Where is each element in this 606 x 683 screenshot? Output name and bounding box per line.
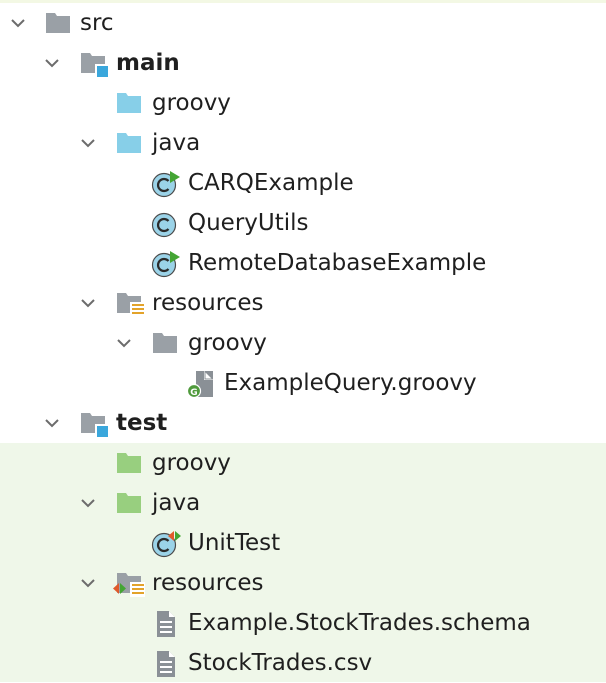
svg-text:G: G — [190, 388, 197, 398]
tree-node-resources-groovy[interactable]: groovy — [0, 323, 606, 363]
chevron-down-icon[interactable] — [43, 54, 61, 72]
tree-node-label: Example.StockTrades.schema — [188, 610, 531, 636]
tree-node-label: java — [152, 130, 201, 156]
test-source-folder-icon — [116, 450, 142, 476]
tree-node-test-java[interactable]: java — [0, 483, 606, 523]
tree-node-test-groovy[interactable]: groovy — [0, 443, 606, 483]
tree-node-carqexample[interactable]: CARQExample — [0, 163, 606, 203]
tree-node-test-resources[interactable]: resources — [0, 563, 606, 603]
text-file-icon — [155, 650, 181, 677]
tree-node-label: CARQExample — [188, 170, 354, 196]
runnable-class-icon — [151, 250, 180, 278]
tree-node-src[interactable]: src — [0, 3, 606, 43]
chevron-down-icon[interactable] — [9, 14, 27, 32]
runnable-class-icon — [151, 170, 180, 198]
tree-node-java[interactable]: java — [0, 123, 606, 163]
tree-node-groovy[interactable]: groovy — [0, 83, 606, 123]
source-folder-icon — [116, 90, 142, 116]
resources-folder-icon — [116, 290, 145, 317]
tree-node-label: src — [80, 10, 114, 36]
tree-node-label: StockTrades.csv — [188, 650, 373, 676]
tree-node-label: ExampleQuery.groovy — [224, 370, 477, 396]
tree-node-label: test — [116, 410, 168, 436]
tree-node-queryutils[interactable]: QueryUtils — [0, 203, 606, 243]
chevron-down-icon[interactable] — [79, 574, 97, 592]
tree-node-example-stocktrades-schema[interactable]: Example.StockTrades.schema — [0, 603, 606, 643]
tree-node-label: RemoteDatabaseExample — [188, 250, 487, 276]
tree-node-test[interactable]: test — [0, 403, 606, 443]
tree-node-label: resources — [152, 570, 264, 596]
tree-node-resources[interactable]: resources — [0, 283, 606, 323]
tree-node-label: resources — [152, 290, 264, 316]
folder-icon — [45, 10, 71, 36]
tree-node-label: UnitTest — [188, 530, 281, 556]
test-source-folder-icon — [116, 490, 142, 516]
folder-icon — [152, 330, 178, 356]
tree-node-label: groovy — [188, 330, 267, 356]
text-file-icon — [155, 610, 181, 637]
top-highlight-strip — [0, 0, 606, 3]
tree-node-label: QueryUtils — [188, 210, 309, 236]
chevron-down-icon[interactable] — [79, 494, 97, 512]
module-folder-icon — [80, 410, 108, 437]
tree-node-main[interactable]: main — [0, 43, 606, 83]
chevron-down-icon[interactable] — [79, 294, 97, 312]
tree-node-remotedatabaseexample[interactable]: RemoteDatabaseExample — [0, 243, 606, 283]
source-folder-icon — [116, 130, 142, 156]
tree-node-stocktrades-csv[interactable]: StockTrades.csv — [0, 643, 606, 683]
chevron-down-icon[interactable] — [79, 134, 97, 152]
tree-node-label: groovy — [152, 450, 231, 476]
tree-node-label: groovy — [152, 90, 231, 116]
tree-node-examplequery-groovy[interactable]: G ExampleQuery.groovy — [0, 363, 606, 403]
tree-node-label: main — [116, 50, 180, 76]
groovy-file-icon: G — [187, 370, 213, 398]
test-resources-folder-icon — [113, 570, 145, 597]
chevron-down-icon[interactable] — [115, 334, 133, 352]
test-scope-highlight — [0, 443, 606, 682]
test-class-icon — [151, 530, 181, 558]
tree-node-label: java — [152, 490, 201, 516]
tree-node-unittest[interactable]: UnitTest — [0, 523, 606, 563]
class-icon — [151, 210, 177, 238]
module-folder-icon — [80, 50, 108, 77]
chevron-down-icon[interactable] — [43, 414, 61, 432]
